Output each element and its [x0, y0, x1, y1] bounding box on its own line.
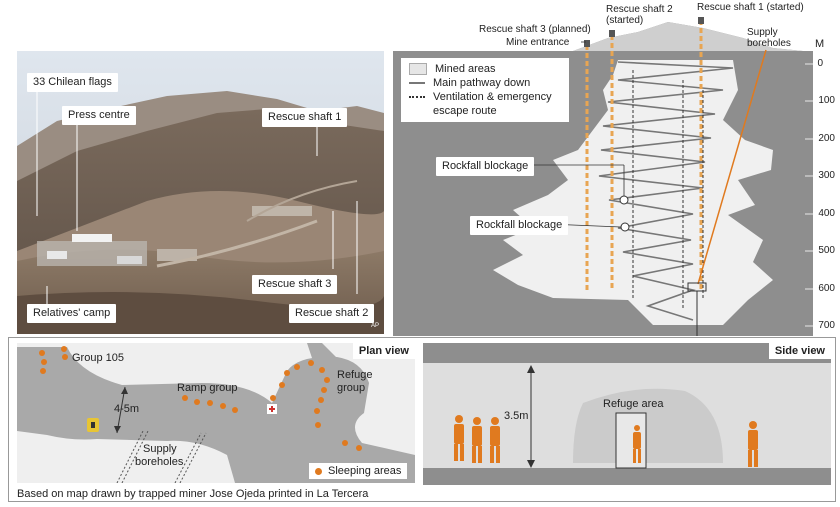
label-plan-supply-boreholes-2: boreholes — [135, 456, 184, 468]
depth-tick-label: 600 — [818, 283, 835, 294]
bottom-panel-frame — [8, 337, 836, 502]
photo-label-press-centre: Press centre — [62, 106, 136, 125]
label-ramp-group: Ramp group — [177, 382, 238, 394]
mined-area-swatch — [409, 63, 427, 75]
label-refuge-area: Refuge area — [603, 398, 664, 410]
side-view: 3.5m Refuge area Side view — [423, 343, 831, 485]
photo-label-rescue-shaft-2: Rescue shaft 2 — [289, 304, 375, 323]
mine-cross-section: Rescue shaft 3 (planned) Mine entrance R… — [393, 0, 840, 336]
depth-tick-label: 500 — [818, 245, 835, 256]
legend-mined-areas: Mined areas — [435, 63, 496, 75]
legend-ventilation: Ventilation & emergency — [433, 91, 552, 103]
label-group-105: Group 105 — [72, 352, 124, 364]
depth-tick-label: 0 — [817, 58, 823, 69]
label-mine-entrance: Mine entrance — [506, 37, 570, 48]
photo-credit: AP — [371, 323, 380, 329]
plan-view-diagram — [17, 343, 415, 483]
depth-tick-label: 100 — [818, 95, 835, 106]
label-refuge-group-2: group — [337, 382, 366, 394]
depth-unit: M — [815, 38, 825, 50]
rockfall-blockage-1: Rockfall blockage — [436, 157, 535, 176]
sleeping-area-dots — [39, 346, 362, 451]
legend-main-pathway: Main pathway down — [433, 77, 531, 89]
label-rescue-shaft-2: Rescue shaft 2 — [606, 4, 673, 15]
photo-label-flags: 33 Chilean flags — [27, 73, 118, 92]
depth-tick-label: 400 — [818, 208, 835, 219]
label-plan-supply-boreholes: Supply — [143, 443, 177, 455]
photo-label-relatives-camp: Relatives' camp — [27, 304, 117, 323]
sleeping-area-swatch — [315, 467, 322, 475]
rockfall-blockage-2: Rockfall blockage — [470, 216, 569, 235]
plan-view: Group 105 Ramp group Refuge group 4-5m S… — [17, 343, 415, 483]
ventilation-swatch — [409, 96, 425, 98]
photo-label-rescue-shaft-1: Rescue shaft 1 — [262, 108, 348, 127]
depth-tick-label: 200 — [818, 133, 835, 144]
label-rescue-shaft-1: Rescue shaft 1 (started) — [697, 2, 804, 13]
label-rescue-shaft-3: Rescue shaft 3 (planned) — [479, 24, 591, 35]
photo-label-rescue-shaft-3: Rescue shaft 3 — [252, 275, 338, 294]
label-refuge-group: Refuge — [337, 369, 373, 381]
plan-legend: Sleeping areas — [309, 463, 408, 479]
mine-site-photo: 33 Chilean flags Press centre Rescue sha… — [17, 51, 384, 334]
source-footnote: Based on map drawn by trapped miner Jose… — [17, 488, 369, 500]
depth-tick-label: 300 — [818, 170, 835, 181]
legend-ventilation-2: escape route — [433, 105, 497, 117]
label-supply-boreholes: Supply — [747, 27, 778, 38]
legend-sleeping-areas: Sleeping areas — [328, 465, 402, 477]
label-tunnel-width: 4-5m — [114, 403, 140, 415]
side-view-diagram — [423, 343, 831, 485]
label-rescue-shaft-2-status: (started) — [606, 15, 644, 26]
depth-tick-label: 700 — [818, 320, 835, 331]
plan-view-title: Plan view — [352, 343, 415, 359]
pathway-swatch — [409, 82, 425, 84]
cross-section-legend: Mined areas Main pathway down Ventilatio… — [401, 58, 569, 122]
label-height: 3.5m — [504, 410, 529, 422]
label-supply-boreholes-2: boreholes — [747, 38, 791, 49]
side-view-title: Side view — [768, 343, 831, 359]
miner-figures — [454, 415, 758, 467]
